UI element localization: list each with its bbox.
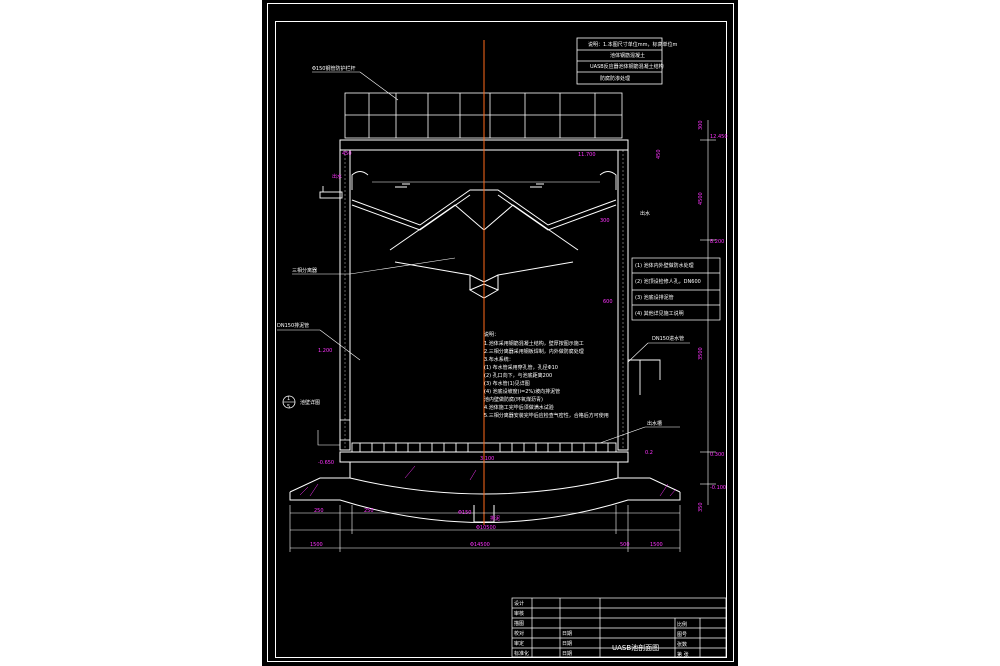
weir-label: 出水槽 xyxy=(647,420,662,427)
elevation-water: 11.700 xyxy=(578,152,596,158)
dim-outer-diameter: Φ14500 xyxy=(470,542,490,548)
dim-separator: 300 xyxy=(600,218,610,224)
dim-slope: 0.2 xyxy=(645,450,653,456)
drain-pipe-label: DN150排泥管 xyxy=(277,322,309,329)
general-note: (4) 池底设坡度(i=2%)坡向排泥管 xyxy=(484,388,560,395)
water-out-label-right: 出水 xyxy=(640,210,650,217)
elevation-mid: 8.200 xyxy=(710,239,724,245)
top-note-1: 说明：1.本图尺寸单位mm，标高单位m xyxy=(588,41,678,48)
inner-frame xyxy=(275,21,727,658)
general-note: 3.布水系统： xyxy=(484,356,514,363)
dim-left-span: 1500 xyxy=(310,542,323,548)
right-note: (3) 池底设排泥管 xyxy=(635,294,674,301)
right-note: (2) 池顶设检修人孔，DN600 xyxy=(635,278,701,285)
title-right-label: 比例 xyxy=(677,621,687,628)
dim-right-small: 500 xyxy=(620,542,630,548)
separator-label: 三相分离器 xyxy=(292,267,317,274)
drawing-sheet: 说明：1.本图尺寸单位mm，标高单位m 池体钢筋混凝土 UASB反应器池体钢筋混… xyxy=(262,0,738,666)
top-note-4: 防腐防渗处理 xyxy=(600,75,630,82)
general-note: (2) 孔口向下，与池底距离200 xyxy=(484,372,552,379)
outlet-pipe xyxy=(319,186,343,199)
detail-label: 池壁详图 xyxy=(300,399,320,406)
title-row-label: 校对 xyxy=(514,630,524,637)
dim-mid-right: 600 xyxy=(603,299,613,305)
weir-channels xyxy=(351,171,617,190)
water-out-label-left: 出水 xyxy=(332,173,342,180)
general-notes: 说明： 1.池体采用钢筋混凝土结构，壁厚按图示施工 2.三相分离器采用钢板焊制，… xyxy=(484,331,609,419)
general-notes-title: 说明： xyxy=(484,331,499,338)
title-right-label: 图号 xyxy=(677,632,687,638)
top-note-2: 池体钢筋混凝土 xyxy=(610,52,645,59)
title-mid-label: 日期 xyxy=(562,631,572,637)
right-notes-table xyxy=(631,257,721,321)
title-mid-label: 日期 xyxy=(562,651,572,657)
dim-wall-top: 450 xyxy=(342,151,352,157)
bottom-dimension-lines xyxy=(289,505,681,552)
right-note: (4) 其他详见施工说明 xyxy=(635,310,684,317)
dim-base: 350 xyxy=(698,502,704,512)
title-row-label: 描图 xyxy=(514,620,524,627)
sludge-label: 排泥 xyxy=(490,515,500,522)
dim-upper: 4500 xyxy=(698,192,704,205)
general-note: 2.三相分离器采用钢板焊制，内外做防腐处理 xyxy=(484,348,584,355)
guardrail-label: Φ150钢管防护栏杆 xyxy=(312,65,355,72)
elevation-top: 12.450 xyxy=(710,134,728,140)
cad-drawing: 说明：1.本图尺寸单位mm，标高单位m 池体钢筋混凝土 UASB反应器池体钢筋混… xyxy=(267,3,734,662)
general-note: (1) 布水管采用穿孔管，孔径Φ10 xyxy=(484,364,558,371)
detail-circle-bottom: 5 xyxy=(287,404,290,410)
elevation-left: 1.200 xyxy=(318,348,332,354)
elevation-low: 0.300 xyxy=(710,452,724,458)
elevation-ground: -0.650 xyxy=(318,460,334,466)
top-notes-table xyxy=(576,37,663,85)
foundation-hatch xyxy=(299,465,677,497)
dim-inner-diameter: Φ10500 xyxy=(476,525,496,531)
top-note-3: UASB反应器池体钢筋混凝土结构 xyxy=(590,63,664,70)
right-note: (1) 池体内外壁做防水处理 xyxy=(635,262,694,269)
drawing-title: UASB池剖面图 xyxy=(612,643,659,652)
title-row-label: 审核 xyxy=(514,610,524,617)
inlet-pipe xyxy=(628,359,661,395)
dim-b1: 250 xyxy=(314,508,324,514)
general-note: 池内壁做防腐(环氧煤沥青) xyxy=(484,396,543,403)
outer-frame xyxy=(267,3,734,662)
title-right-label: 张数 xyxy=(677,641,687,648)
dim-top: 300 xyxy=(698,120,704,130)
general-note: 5.三相分离器安装完毕后应检查气密性，合格后方可使用 xyxy=(484,412,609,419)
title-block xyxy=(511,597,727,658)
elevation-pipe: 3.100 xyxy=(480,456,494,462)
dim-b2: 250 xyxy=(364,508,374,514)
general-note: (3) 布水管(1)见详图 xyxy=(484,380,530,387)
title-mid-label: 日期 xyxy=(562,641,572,647)
general-note: 4.池体施工完毕后须做满水试验 xyxy=(484,404,554,411)
dim-right-span: 1500 xyxy=(650,542,663,548)
general-note: 1.池体采用钢筋混凝土结构，壁厚按图示施工 xyxy=(484,340,584,347)
dim-wall-right: 450 xyxy=(656,149,662,159)
dim-lower: 3500 xyxy=(698,347,704,360)
detail-circle-top: 1 xyxy=(287,396,290,402)
elevation-base: -0.100 xyxy=(710,485,726,491)
title-row-label: 审定 xyxy=(514,640,524,647)
right-dimension-line xyxy=(700,120,716,505)
foundation xyxy=(289,451,681,523)
dim-pipe-diameter: Φ150 xyxy=(458,510,471,516)
title-right-label: 第 张 xyxy=(677,651,689,658)
inlet-pipe-label: DN150进水管 xyxy=(652,335,684,342)
title-row-label: 设计 xyxy=(514,600,524,607)
side-detail-box xyxy=(339,419,351,441)
title-row-label: 标准化 xyxy=(514,650,529,657)
